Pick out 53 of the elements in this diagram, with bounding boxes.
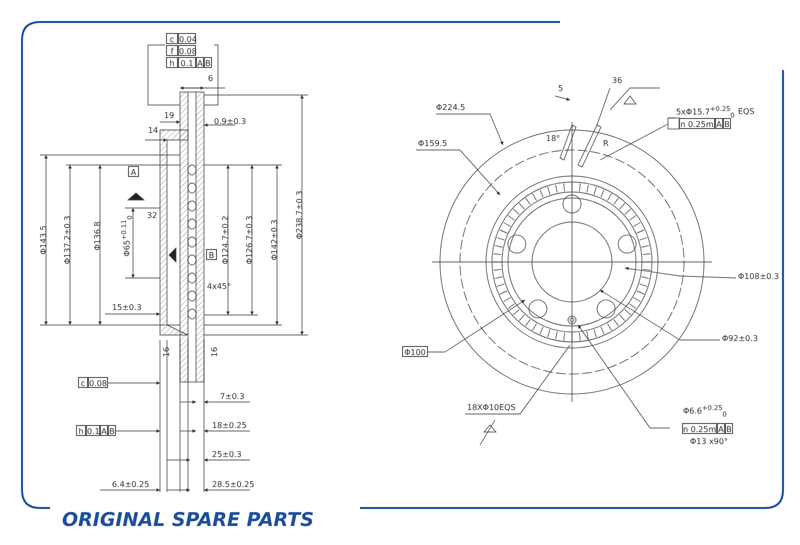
tolerance-frame-cell: A (100, 425, 108, 436)
dimension-label: 32 (147, 211, 158, 221)
dimension-label: 18±0.25 (212, 421, 247, 431)
tolerance-frame-cell: A (196, 57, 204, 68)
dimension-label: 6 (208, 74, 214, 84)
dimension-label: Φ224.5 (436, 103, 466, 113)
dimension-label: Φ143.5 (39, 225, 49, 255)
dimension-label: 19 (164, 111, 174, 121)
dimension-label: 14 (148, 126, 158, 136)
dimension-label: 16 (162, 346, 172, 358)
dimension-label: 25±0.3 (212, 450, 242, 460)
dimension-label: Φ142±0.3 (270, 220, 280, 260)
dimension-label: Φ137.2±0.3 (63, 216, 73, 264)
tolerance-frame-cell: n 0.25m (679, 118, 715, 129)
tolerance-frame-cell: 0.08 (88, 377, 108, 388)
tolerance-frame-cell: B (204, 57, 212, 68)
tolerance-frame-cell: n 0.25m (682, 423, 717, 434)
dimension-label: Φ13 x90° (690, 437, 728, 447)
tolerance-frame-cell: h (76, 425, 86, 436)
tolerance-frame-cell: B (723, 118, 731, 129)
tolerance-frame-cell: B (108, 425, 116, 436)
banner-text: ORIGINAL SPARE PARTS (62, 509, 314, 531)
dimension-label: 5 (558, 84, 564, 94)
tolerance-frame-cell: c (78, 377, 88, 388)
tolerance-frame-cell: B (206, 249, 217, 260)
tolerance-frame-cell: c (166, 33, 178, 44)
dimension-label: 36 (612, 76, 622, 86)
dimension-label: Φ124.7±0.2 (221, 216, 231, 264)
tolerance-frame-cell: 0.1 (178, 57, 196, 68)
dimension-label: Φ126.7±0.3 (245, 216, 255, 264)
dimension-label: Φ108±0.3 (738, 272, 779, 282)
dimension-label: 16 (210, 346, 220, 358)
dimension-label: 7±0.3 (220, 392, 245, 402)
dimension-label: 18° (546, 134, 560, 144)
dimension-label: 0.9±0.3 (214, 117, 246, 127)
tolerance-frame-cell: A (715, 118, 723, 129)
dimension-label: Φ136.8 (93, 221, 103, 251)
dimension-label: 6.4±0.25 (112, 480, 150, 490)
tolerance-frame-cell: B (725, 423, 733, 434)
dimension-label: 18XΦ10EQS (467, 403, 516, 413)
dimension-label: Φ92±0.3 (722, 334, 758, 344)
tolerance-frame-cell: f (166, 45, 178, 56)
tolerance-frame-cell: Φ100 (402, 346, 428, 357)
dimension-label: R (603, 139, 609, 149)
dimension-label: 15±0.3 (112, 303, 142, 313)
dimension-label: Φ159.5 (418, 139, 448, 149)
dimension-label: Φ238.7±0.3 (295, 190, 305, 240)
tolerance-frame-cell: 0.1 (86, 425, 100, 436)
dimension-label: EQS (738, 107, 754, 117)
tolerance-frame-cell: A (717, 423, 725, 434)
dimension-label: 28.5±0.25 (212, 480, 254, 490)
tolerance-frame-cell: h (166, 57, 178, 68)
tolerance-frame-cell: A (128, 166, 139, 177)
